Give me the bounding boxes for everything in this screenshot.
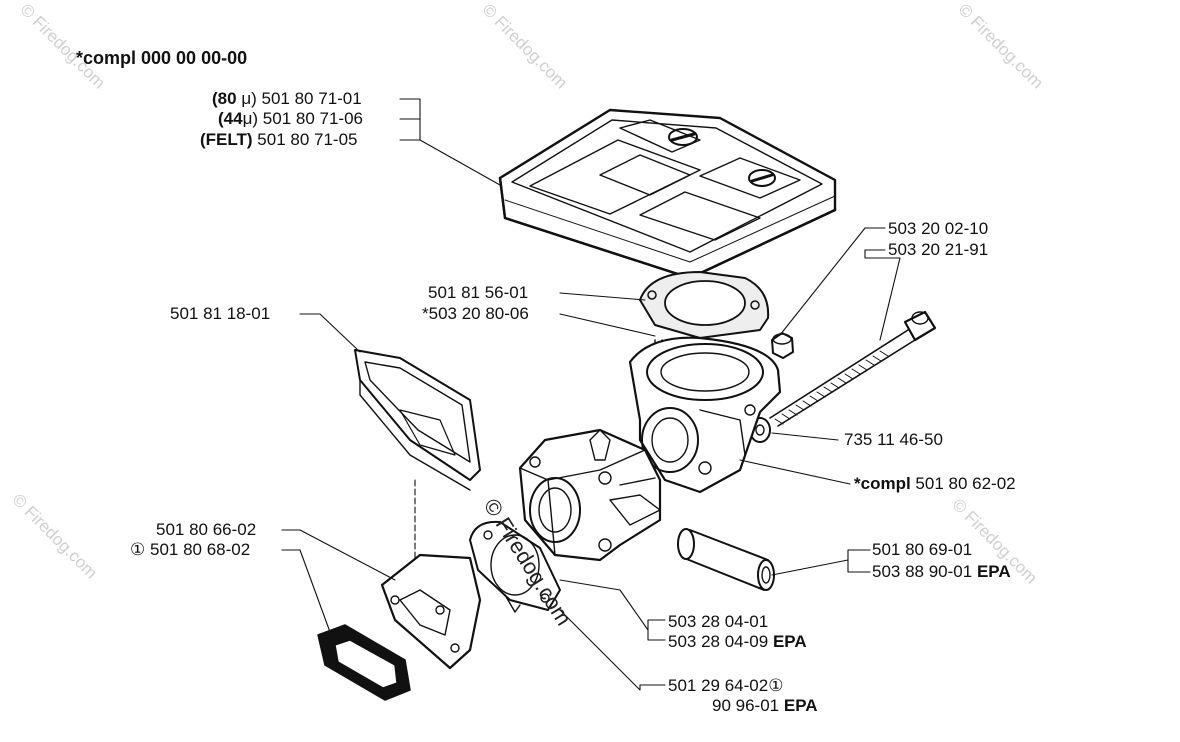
tube-epa: EPA (976, 562, 1011, 581)
filter-44-paren: (44 (218, 109, 243, 128)
intake-circle: ① (130, 540, 146, 559)
insulator-epa: EPA (783, 696, 818, 715)
carb-label-2: 503 28 04-09 EPA (668, 632, 807, 652)
adapter-prefix: *compl (854, 474, 911, 493)
filter-44-unit: μ) (242, 109, 259, 128)
filter-44-part: 501 80 71-06 (262, 109, 363, 128)
adapter-label: *compl 501 80 62-02 (854, 474, 1016, 494)
filter-felt-part: 501 80 71-05 (257, 130, 358, 149)
carburetor (518, 428, 662, 562)
insulator-circle: ① (768, 676, 784, 695)
filter-80-paren: (80 (212, 89, 237, 108)
nut-label: 503 20 02-10 (888, 219, 989, 238)
filter-felt-paren: (FELT) (200, 130, 253, 149)
intake-label-2: ① 501 80 68-02 (130, 540, 250, 560)
bracket (354, 349, 481, 491)
tube-label-1: 501 80 69-01 (872, 540, 973, 559)
carb-epa: EPA (772, 632, 807, 651)
tube-part-2: 503 88 90-01 (872, 562, 973, 581)
intake-elbow (380, 553, 482, 670)
carb-part-2: 503 28 04-09 (668, 632, 769, 651)
adapter-part: 501 80 62-02 (915, 474, 1016, 493)
nut (771, 332, 794, 359)
insulator-gasket (469, 520, 561, 613)
insulator-part: 501 29 64-02 (668, 676, 769, 695)
filter-80-label: (80 μ) 501 80 71-01 (212, 89, 362, 109)
filter-80-unit: μ) (241, 89, 257, 108)
carb-label-1: 503 28 04-01 (668, 612, 769, 631)
intake-part-2: 501 80 68-02 (149, 540, 251, 559)
bolt-label: 503 20 21-91 (888, 240, 989, 259)
insulator-label-1: 501 29 64-02① (668, 676, 783, 696)
intake-gasket (317, 624, 411, 701)
stud-label: *503 20 80-06 (422, 304, 529, 323)
insulator-part-2: 90 96-01 (712, 696, 780, 715)
bracket-label: 501 81 18-01 (170, 304, 271, 323)
filter-gasket (639, 271, 770, 339)
gasket-label: 501 81 56-01 (428, 283, 529, 302)
filter-felt-label: (FELT) 501 80 71-05 (200, 130, 358, 150)
insulator-label-2: 90 96-01 EPA (712, 696, 818, 716)
filter-44-label: (44μ) 501 80 71-06 (218, 109, 363, 129)
filter-80-part: 501 80 71-01 (261, 89, 362, 108)
intake-label-1: 501 80 66-02 (156, 520, 257, 539)
page-title: *compl 000 00 00-00 (76, 48, 248, 68)
long-bolt (769, 310, 937, 427)
washer-label: 735 11 46-50 (844, 430, 943, 449)
tube-label-2: 503 88 90-01 EPA (872, 562, 1011, 582)
air-filter-cover (498, 108, 837, 280)
fuel-tube (677, 528, 775, 591)
leader-lines (281, 98, 901, 691)
